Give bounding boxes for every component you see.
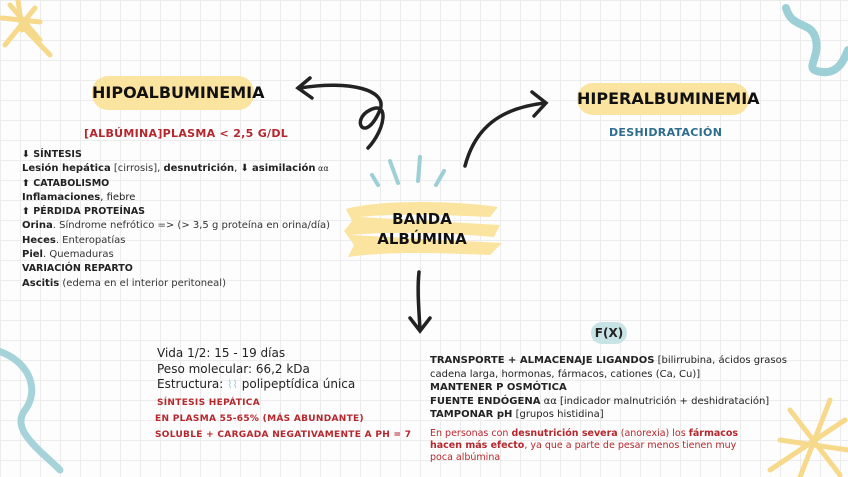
corner-decoration-bottom-right: [767, 397, 848, 477]
list-item: ⬆ CATABOLISMO: [22, 177, 110, 189]
sparkle-lines-decoration: [370, 155, 446, 187]
central-title: BANDA ALBÚMINA: [340, 155, 504, 267]
corner-decoration-bottom-left: [0, 348, 64, 474]
hiper-cause: DESHIDRATACIÓN: [609, 126, 723, 139]
list-item: ⬆ PÉRDIDA PROTEÍNAS: [22, 206, 146, 218]
corner-decoration-top-left: [0, 0, 53, 58]
list-item: FUENTE ENDÓGENA αα [indicador malnutrici…: [430, 395, 770, 407]
albumin-properties: Vida 1/2: 15 - 19 días Peso molecular: 6…: [157, 346, 355, 393]
helix-icon: ⌇⌇: [227, 378, 238, 391]
list-item: Inflamaciones, fiebre: [22, 191, 136, 203]
arrow-to-hiper-icon: [463, 90, 549, 168]
hipo-threshold: [ALBÚMINA]PLASMA < 2,5 G/DL: [84, 127, 289, 140]
molecular-weight-text: Peso molecular: 66,2 kDa: [157, 361, 310, 376]
albumin-key-facts: SÍNTESIS HEPÁTICA EN PLASMA 55-65% (MÁS …: [155, 398, 412, 440]
list-item: MANTENER P OSMÓTICA: [430, 382, 567, 393]
function-label: F(X): [591, 322, 627, 344]
hipo-causes-list: ⬇ SÍNTESIS Lesión hepática [cirrosis], d…: [22, 148, 342, 291]
clinical-note: En personas con desnutrición severa (ano…: [430, 428, 739, 463]
title-line-2: ALBÚMINA: [377, 230, 467, 248]
brush-stroke-decoration: [344, 202, 502, 257]
arrow-to-properties-icon: [408, 270, 432, 334]
list-item: Orina. Síndrome nefrótico => (> 3,5 g pr…: [22, 220, 331, 232]
list-item: Heces. Enteropatías: [22, 234, 126, 246]
list-item: Ascitis (edema en el interior peritoneal…: [22, 277, 226, 289]
arrow-to-hipo-icon: [295, 76, 385, 150]
list-item: Lesión hepática [cirrosis], desnutrición…: [22, 163, 329, 175]
list-item: ⬇ SÍNTESIS: [22, 149, 82, 160]
hiperalbuminemia-label: HIPERALBUMINEMIA: [577, 83, 760, 115]
functions-list: TRANSPORTE + ALMACENAJE LIGANDOS [bilirr…: [430, 354, 790, 422]
half-life-text: Vida 1/2: 15 - 19 días: [157, 346, 286, 360]
corner-decoration-top-right: [782, 4, 848, 77]
list-item: TRANSPORTE + ALMACENAJE LIGANDOS [bilirr…: [430, 355, 787, 380]
list-item: VARIACIÓN REPARTO: [22, 263, 133, 275]
list-item: TAMPONAR pH [grupos histidina]: [430, 409, 604, 420]
list-item: Piel. Quemaduras: [22, 249, 114, 261]
title-line-1: BANDA: [392, 210, 452, 228]
hipoalbuminemia-label: HIPOALBUMINEMIA: [92, 76, 264, 110]
structure-text: Estructura: ⌇⌇ polipeptídica única: [157, 377, 356, 391]
